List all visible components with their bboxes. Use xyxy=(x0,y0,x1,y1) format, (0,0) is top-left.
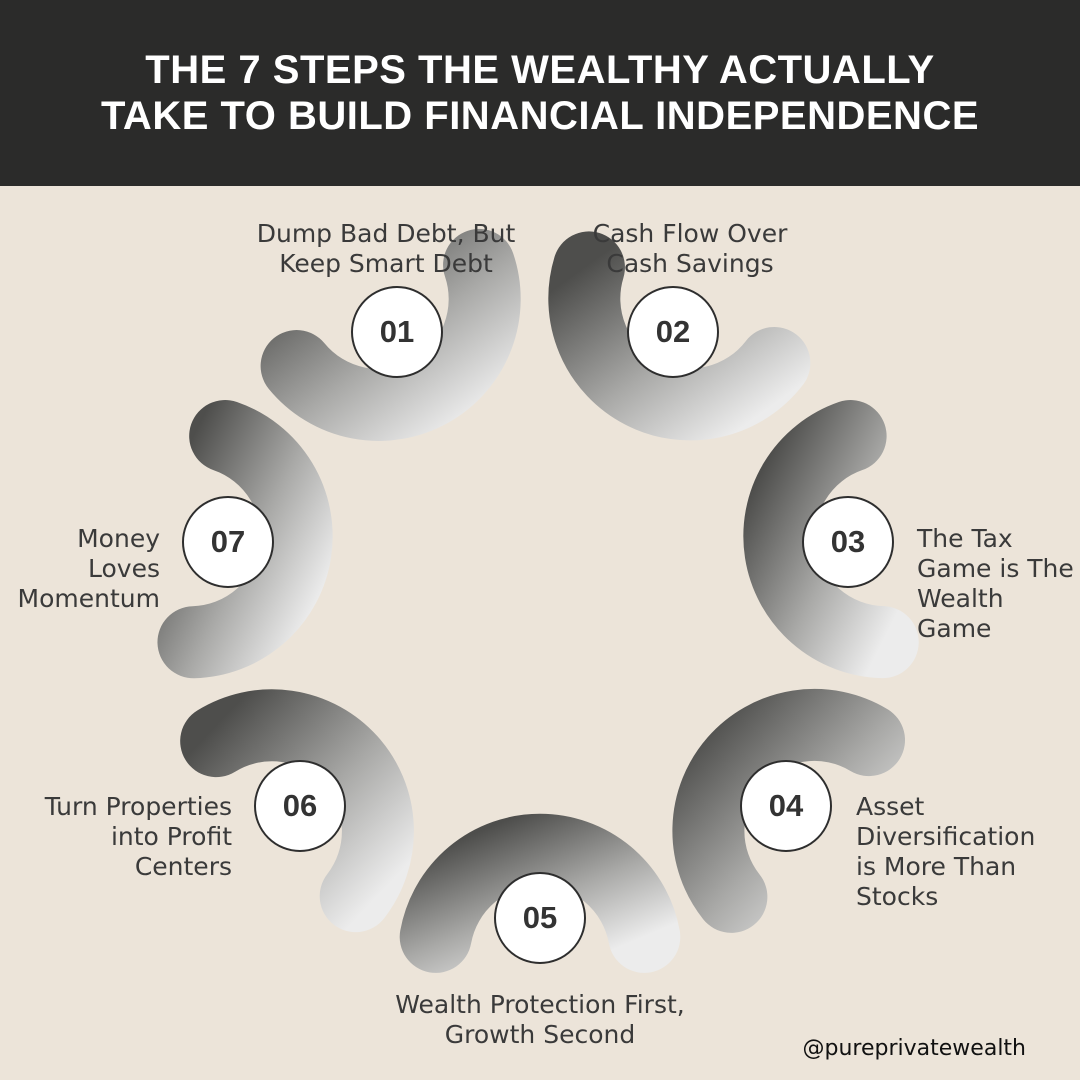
crescent-shape-7 xyxy=(157,400,333,679)
crescent-shape-1 xyxy=(260,228,521,441)
step-number-05: 05 xyxy=(494,872,586,964)
step-label-04: Asset Diversification is More Than Stock… xyxy=(856,792,1036,911)
step-label-03: The Tax Game is The Wealth Game xyxy=(917,524,1074,643)
crescent-shape-3 xyxy=(743,400,919,679)
step-label-07: Money Loves Momentum xyxy=(17,524,160,613)
header-banner: THE 7 STEPS THE WEALTHY ACTUALLY TAKE TO… xyxy=(0,0,1080,186)
crescent-shape-4 xyxy=(672,688,906,933)
step-label-06: Turn Properties into Profit Centers xyxy=(44,792,232,881)
social-handle: @pureprivatewealth xyxy=(802,1036,1026,1061)
step-number-04: 04 xyxy=(740,760,832,852)
step-number-03: 03 xyxy=(802,496,894,588)
crescent-shape-2 xyxy=(548,231,811,441)
step-number-01: 01 xyxy=(351,286,443,378)
page-title: THE 7 STEPS THE WEALTHY ACTUALLY TAKE TO… xyxy=(100,48,980,138)
step-number-07: 07 xyxy=(182,496,274,588)
step-label-05: Wealth Protection First, Growth Second xyxy=(395,990,685,1049)
crescent-shape-6 xyxy=(180,689,414,933)
step-label-01: Dump Bad Debt, But Keep Smart Debt xyxy=(256,219,516,278)
crescent-shape-5 xyxy=(399,813,681,973)
step-label-02: Cash Flow Over Cash Savings xyxy=(592,219,788,278)
step-number-02: 02 xyxy=(627,286,719,378)
step-number-06: 06 xyxy=(254,760,346,852)
